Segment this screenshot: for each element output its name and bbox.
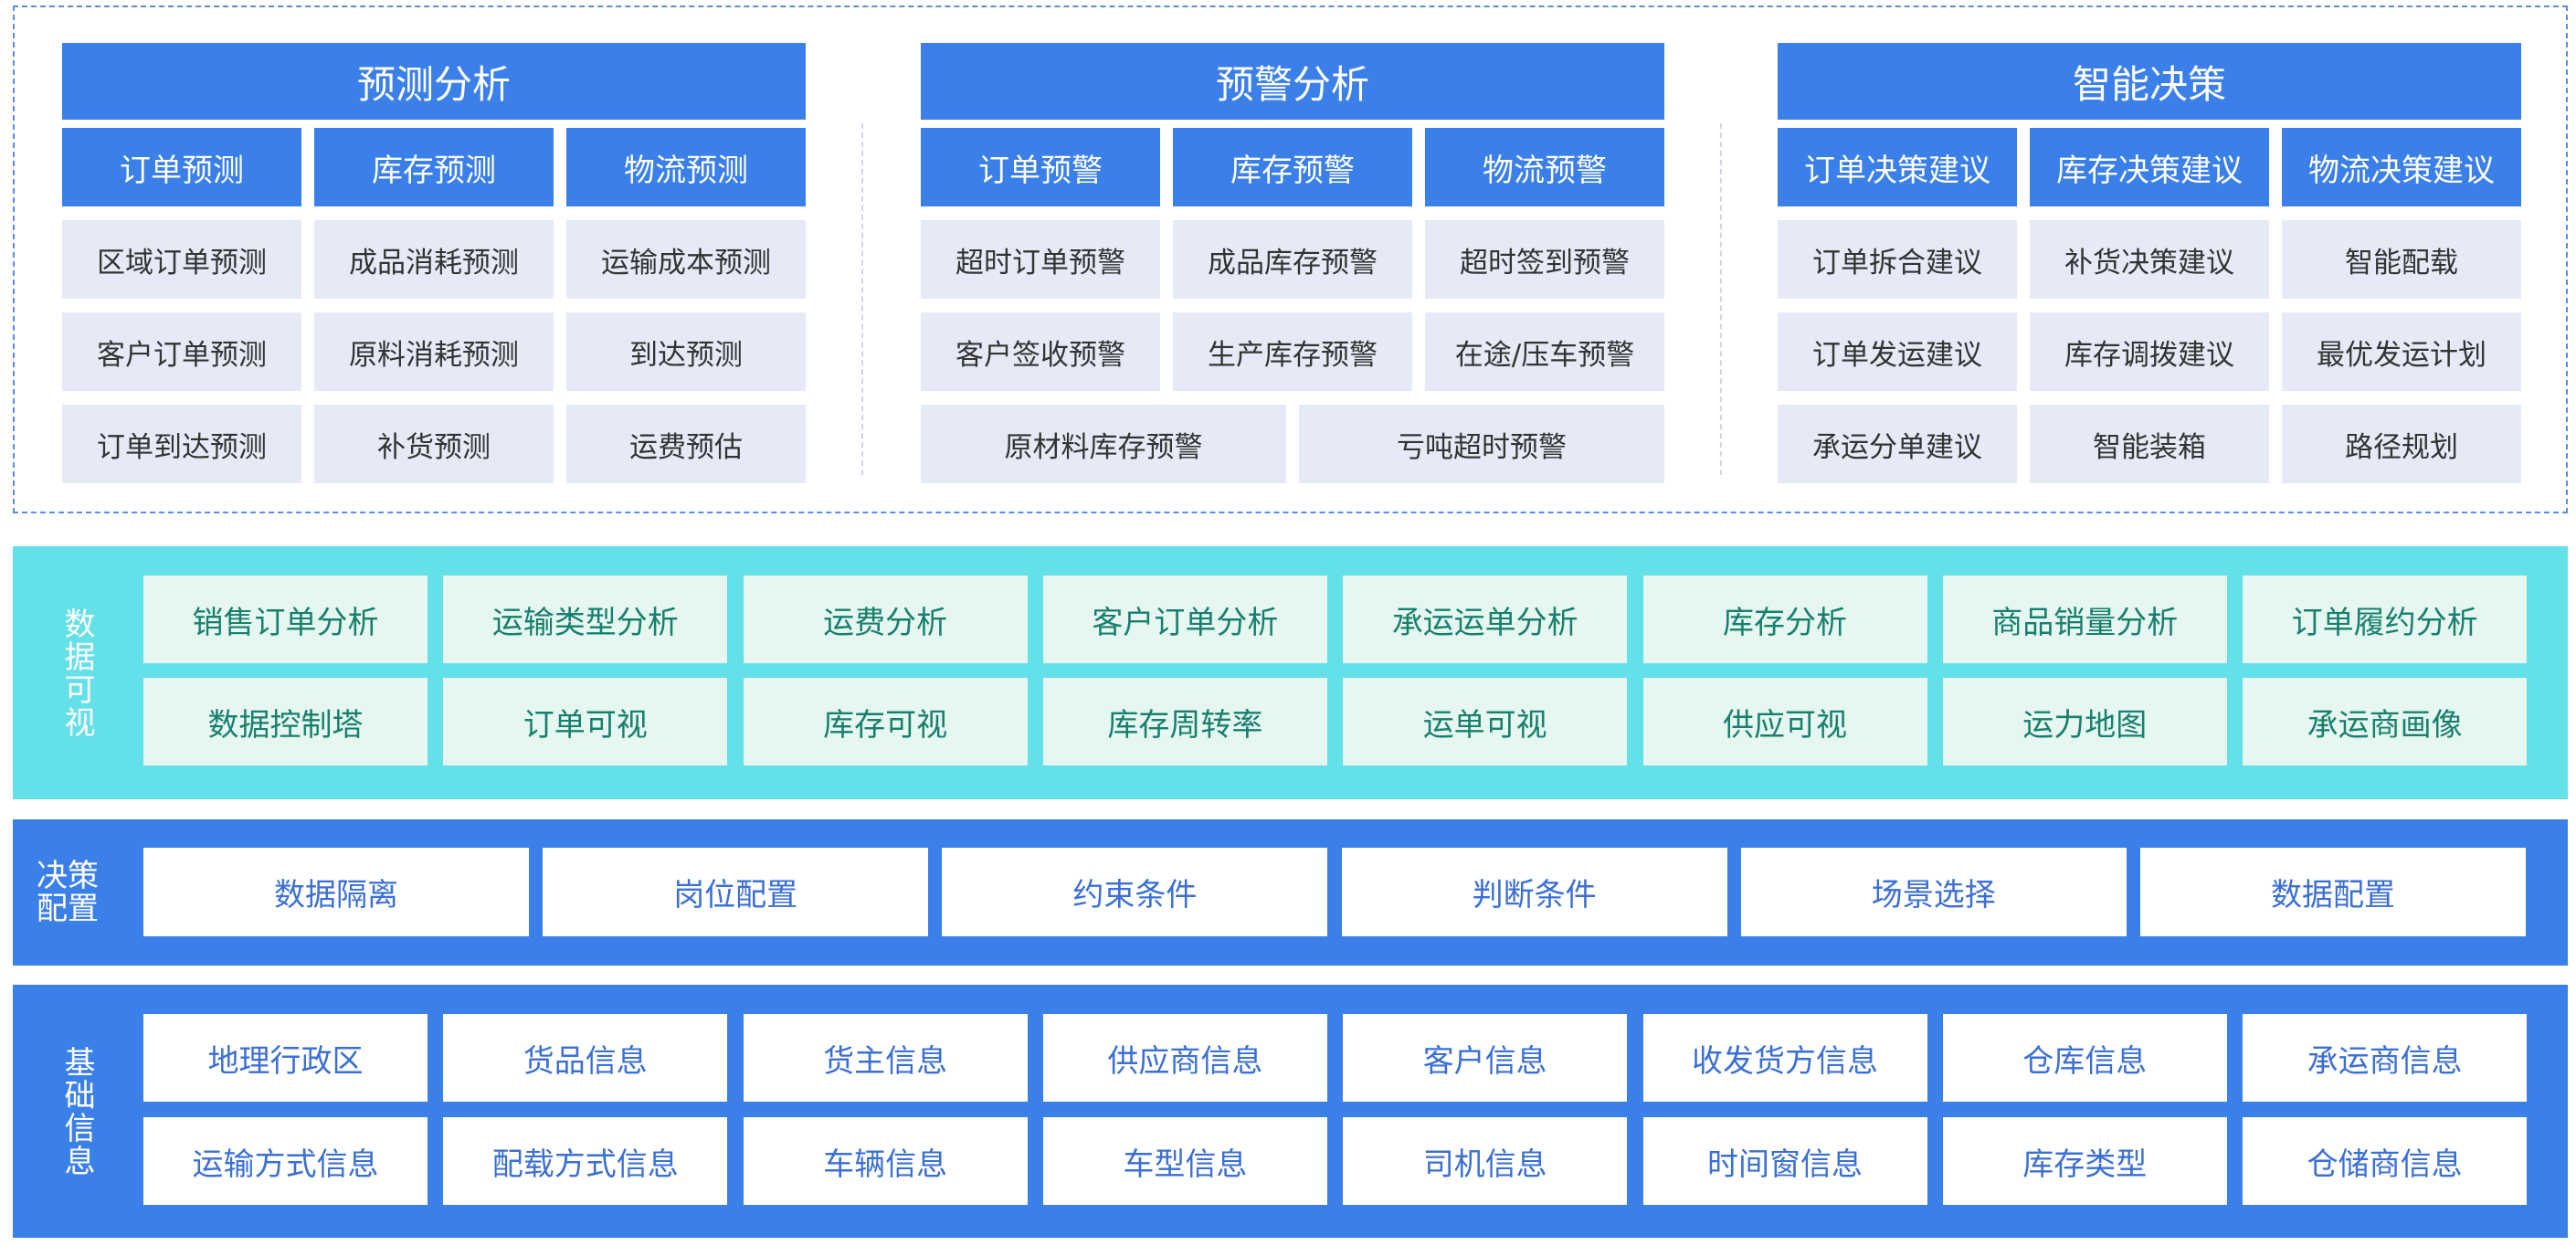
group-subheader: 物流预测 (566, 128, 806, 206)
group-cell: 客户订单预测 (62, 312, 301, 391)
base-info-item: 供应商信息 (1042, 1014, 1327, 1102)
analysis-frame (13, 5, 2568, 513)
decision-config-item: 约束条件 (942, 848, 1328, 936)
decision-config-item: 数据配置 (2140, 848, 2526, 936)
decision-config-item: 数据隔离 (143, 848, 529, 936)
base-info-item: 客户信息 (1343, 1014, 1628, 1102)
group-cell: 生产库存预警 (1173, 312, 1412, 391)
group-cell: 订单拆合建议 (1778, 220, 2017, 299)
base-info-item: 收发货方信息 (1642, 1014, 1927, 1102)
base-info-item: 时间窗信息 (1642, 1117, 1927, 1205)
base-info-item: 承运商信息 (2243, 1014, 2528, 1102)
group-cell: 亏吨超时预警 (1299, 405, 1664, 483)
data-visual-item: 商品销量分析 (1942, 575, 2227, 663)
group-cell: 成品消耗预测 (314, 220, 554, 299)
group-cell: 超时订单预警 (921, 220, 1160, 299)
base-info-item: 库存类型 (1942, 1117, 2227, 1205)
data-visual-item: 数据控制塔 (143, 678, 428, 766)
data-visual-label: 数据可视 (58, 607, 95, 739)
base-info-item: 车辆信息 (743, 1117, 1028, 1205)
group-divider (1720, 123, 1722, 475)
group-subheader: 库存决策建议 (2030, 128, 2269, 206)
group-subheader: 订单预测 (62, 128, 301, 206)
group-cell: 最优发运计划 (2282, 312, 2521, 391)
data-visual-item: 销售订单分析 (143, 575, 428, 663)
group-cell: 到达预测 (566, 312, 806, 391)
group-cell: 客户签收预警 (921, 312, 1160, 391)
data-visual-item: 订单履约分析 (2243, 575, 2528, 663)
data-visual-item: 库存周转率 (1042, 678, 1327, 766)
group-cell: 补货决策建议 (2030, 220, 2269, 299)
decision-config-label-line: 配置 (37, 891, 99, 927)
data-visual-item: 客户订单分析 (1042, 575, 1327, 663)
data-visual-item: 供应可视 (1642, 678, 1927, 766)
group-subheader: 库存预警 (1173, 128, 1412, 206)
group-cell: 订单到达预测 (62, 405, 301, 483)
data-visual-item: 运单可视 (1343, 678, 1628, 766)
group-cell: 原材料库存预警 (921, 405, 1286, 483)
data-visual-item: 运力地图 (1942, 678, 2227, 766)
base-info-label: 基础信息 (58, 1045, 95, 1177)
data-visual-item: 承运商画像 (2243, 678, 2528, 766)
base-info-item: 地理行政区 (143, 1014, 428, 1102)
group-title: 智能决策 (1778, 43, 2521, 120)
group-title: 预测分析 (62, 43, 806, 120)
base-info-item: 仓库信息 (1942, 1014, 2227, 1102)
base-info-item: 货主信息 (743, 1014, 1028, 1102)
group-cell: 成品库存预警 (1173, 220, 1412, 299)
base-info-item: 车型信息 (1042, 1117, 1327, 1205)
group-cell: 补货预测 (314, 405, 554, 483)
base-info-item: 运输方式信息 (143, 1117, 428, 1205)
decision-config-label-line: 决策 (37, 858, 99, 894)
base-info-item: 货品信息 (443, 1014, 728, 1102)
group-divider (861, 123, 863, 475)
group-cell: 运费预估 (566, 405, 806, 483)
base-info-item: 司机信息 (1343, 1117, 1628, 1205)
data-visual-item: 运输类型分析 (443, 575, 728, 663)
base-info-item: 仓储商信息 (2243, 1117, 2528, 1205)
data-visual-item: 运费分析 (743, 575, 1028, 663)
decision-config-item: 判断条件 (1341, 848, 1727, 936)
data-visual-item: 库存可视 (743, 678, 1028, 766)
decision-config-item: 岗位配置 (543, 848, 929, 936)
group-cell: 承运分单建议 (1778, 405, 2017, 483)
group-subheader: 物流预警 (1425, 128, 1664, 206)
group-title: 预警分析 (921, 43, 1664, 120)
group-cell: 路径规划 (2282, 405, 2521, 483)
group-subheader: 订单决策建议 (1778, 128, 2017, 206)
group-cell: 库存调拨建议 (2030, 312, 2269, 391)
decision-config-item: 场景选择 (1740, 848, 2127, 936)
group-cell: 智能装箱 (2030, 405, 2269, 483)
data-visual-item: 订单可视 (443, 678, 728, 766)
base-info-item: 配载方式信息 (443, 1117, 728, 1205)
group-cell: 运输成本预测 (566, 220, 806, 299)
group-subheader: 物流决策建议 (2282, 128, 2521, 206)
group-cell: 区域订单预测 (62, 220, 301, 299)
group-cell: 在途/压车预警 (1425, 312, 1664, 391)
group-cell: 智能配载 (2282, 220, 2521, 299)
group-cell: 订单发运建议 (1778, 312, 2017, 391)
decision-config-label: 决策 配置 (31, 854, 104, 931)
data-visual-item: 库存分析 (1642, 575, 1927, 663)
group-subheader: 库存预测 (314, 128, 554, 206)
data-visual-item: 承运运单分析 (1343, 575, 1628, 663)
group-cell: 超时签到预警 (1425, 220, 1664, 299)
group-cell: 原料消耗预测 (314, 312, 554, 391)
group-subheader: 订单预警 (921, 128, 1160, 206)
